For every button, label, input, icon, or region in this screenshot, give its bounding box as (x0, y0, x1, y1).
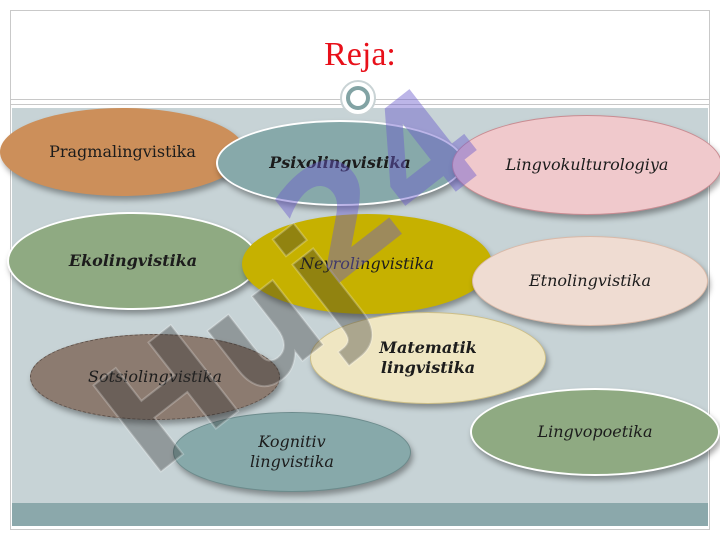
oval-label: Ekolingvistika (68, 251, 198, 270)
ring-ornament-icon (340, 80, 376, 116)
oval-matematik-lingvistika: Matematik lingvistika (310, 312, 546, 404)
oval-label: Pragmalingvistika (49, 142, 196, 161)
footer-band (12, 503, 708, 526)
oval-lingvopoetika: Lingvopoetika (470, 388, 720, 476)
oval-neyrolingvistika: Neyrolingvistika (242, 214, 492, 314)
oval-ekolingvistika: Ekolingvistika (7, 212, 259, 310)
oval-label: Kognitiv lingvistika (250, 432, 334, 471)
oval-label: Lingvokulturologiya (505, 155, 669, 174)
oval-label: Matematik lingvistika (379, 338, 477, 377)
oval-label: Psixolingvistika (269, 153, 411, 172)
oval-etnolingvistika: Etnolingvistika (472, 236, 708, 326)
oval-label: Etnolingvistika (529, 271, 651, 290)
oval-label: Lingvopoetika (537, 422, 653, 441)
oval-label: Sotsiolingvistika (88, 367, 222, 386)
slide-title: Reja: (324, 36, 396, 73)
oval-pragmalingvistika: Pragmalingvistika (0, 108, 245, 196)
oval-psixolingvistika: Psixolingvistika (216, 120, 464, 206)
oval-lingvokulturologiya: Lingvokulturologiya (452, 115, 720, 215)
oval-sotsiolingvistika: Sotsiolingvistika (30, 334, 280, 420)
oval-label: Neyrolingvistika (300, 254, 434, 273)
oval-kognitiv-lingvistika: Kognitiv lingvistika (173, 412, 411, 492)
